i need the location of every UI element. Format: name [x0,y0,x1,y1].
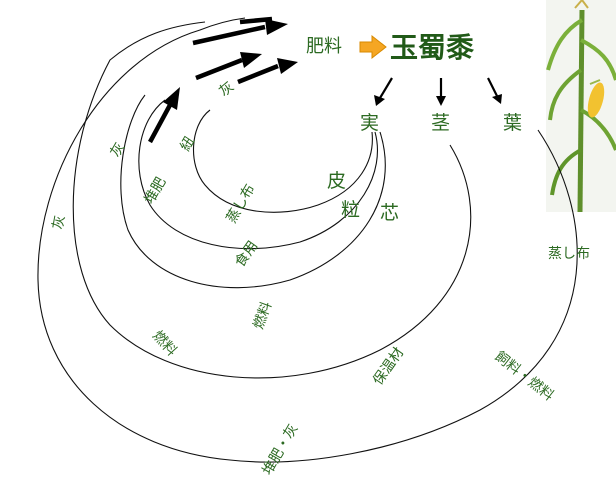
core-use-label: 燃料 [250,299,276,331]
stem-cycle-arc [72,21,472,379]
return-arrows [148,16,298,144]
part-leaf-label: 葉 [503,112,522,134]
leaf-use2-label: 飼料・燃料 [492,348,558,404]
leaf-return-label: 堆肥・灰 [260,422,302,478]
fruit-core-label: 芯 [380,202,399,224]
grain-use-label: 食用 [231,238,261,271]
core-cycle-arc [120,94,386,289]
skin-residue-label: 紐 [178,134,199,154]
fertilizer-label: 肥料 [306,36,342,57]
skin-use-label: 蒸し布 [224,182,259,226]
diagram-title: 玉蜀黍 [390,31,475,64]
split-arrows [374,77,502,106]
fruit-skin-label: 皮 [327,170,346,192]
leaf-cycle-arc [37,17,578,463]
corn-plant-illustration [546,0,616,213]
part-stem-label: 茎 [431,112,450,134]
cycle-arcs [37,17,578,463]
grain-residue-label: 堆肥 [142,175,170,207]
stem-use-label: 保温材 [370,345,407,389]
right-arrow-icon [359,34,387,60]
grain-return-label: 灰 [108,140,129,160]
stem-fuel-label: 燃料 [149,327,180,359]
skin-cycle-arc [193,109,373,213]
leaf-use-label: 蒸し布 [548,246,590,262]
grain-cycle-arc [138,99,379,250]
fruit-grain-label: 粒 [341,199,360,221]
skin-return-label: 灰 [216,79,237,100]
part-fruit-label: 実 [360,112,379,134]
stem-return-label: 灰 [50,214,68,231]
